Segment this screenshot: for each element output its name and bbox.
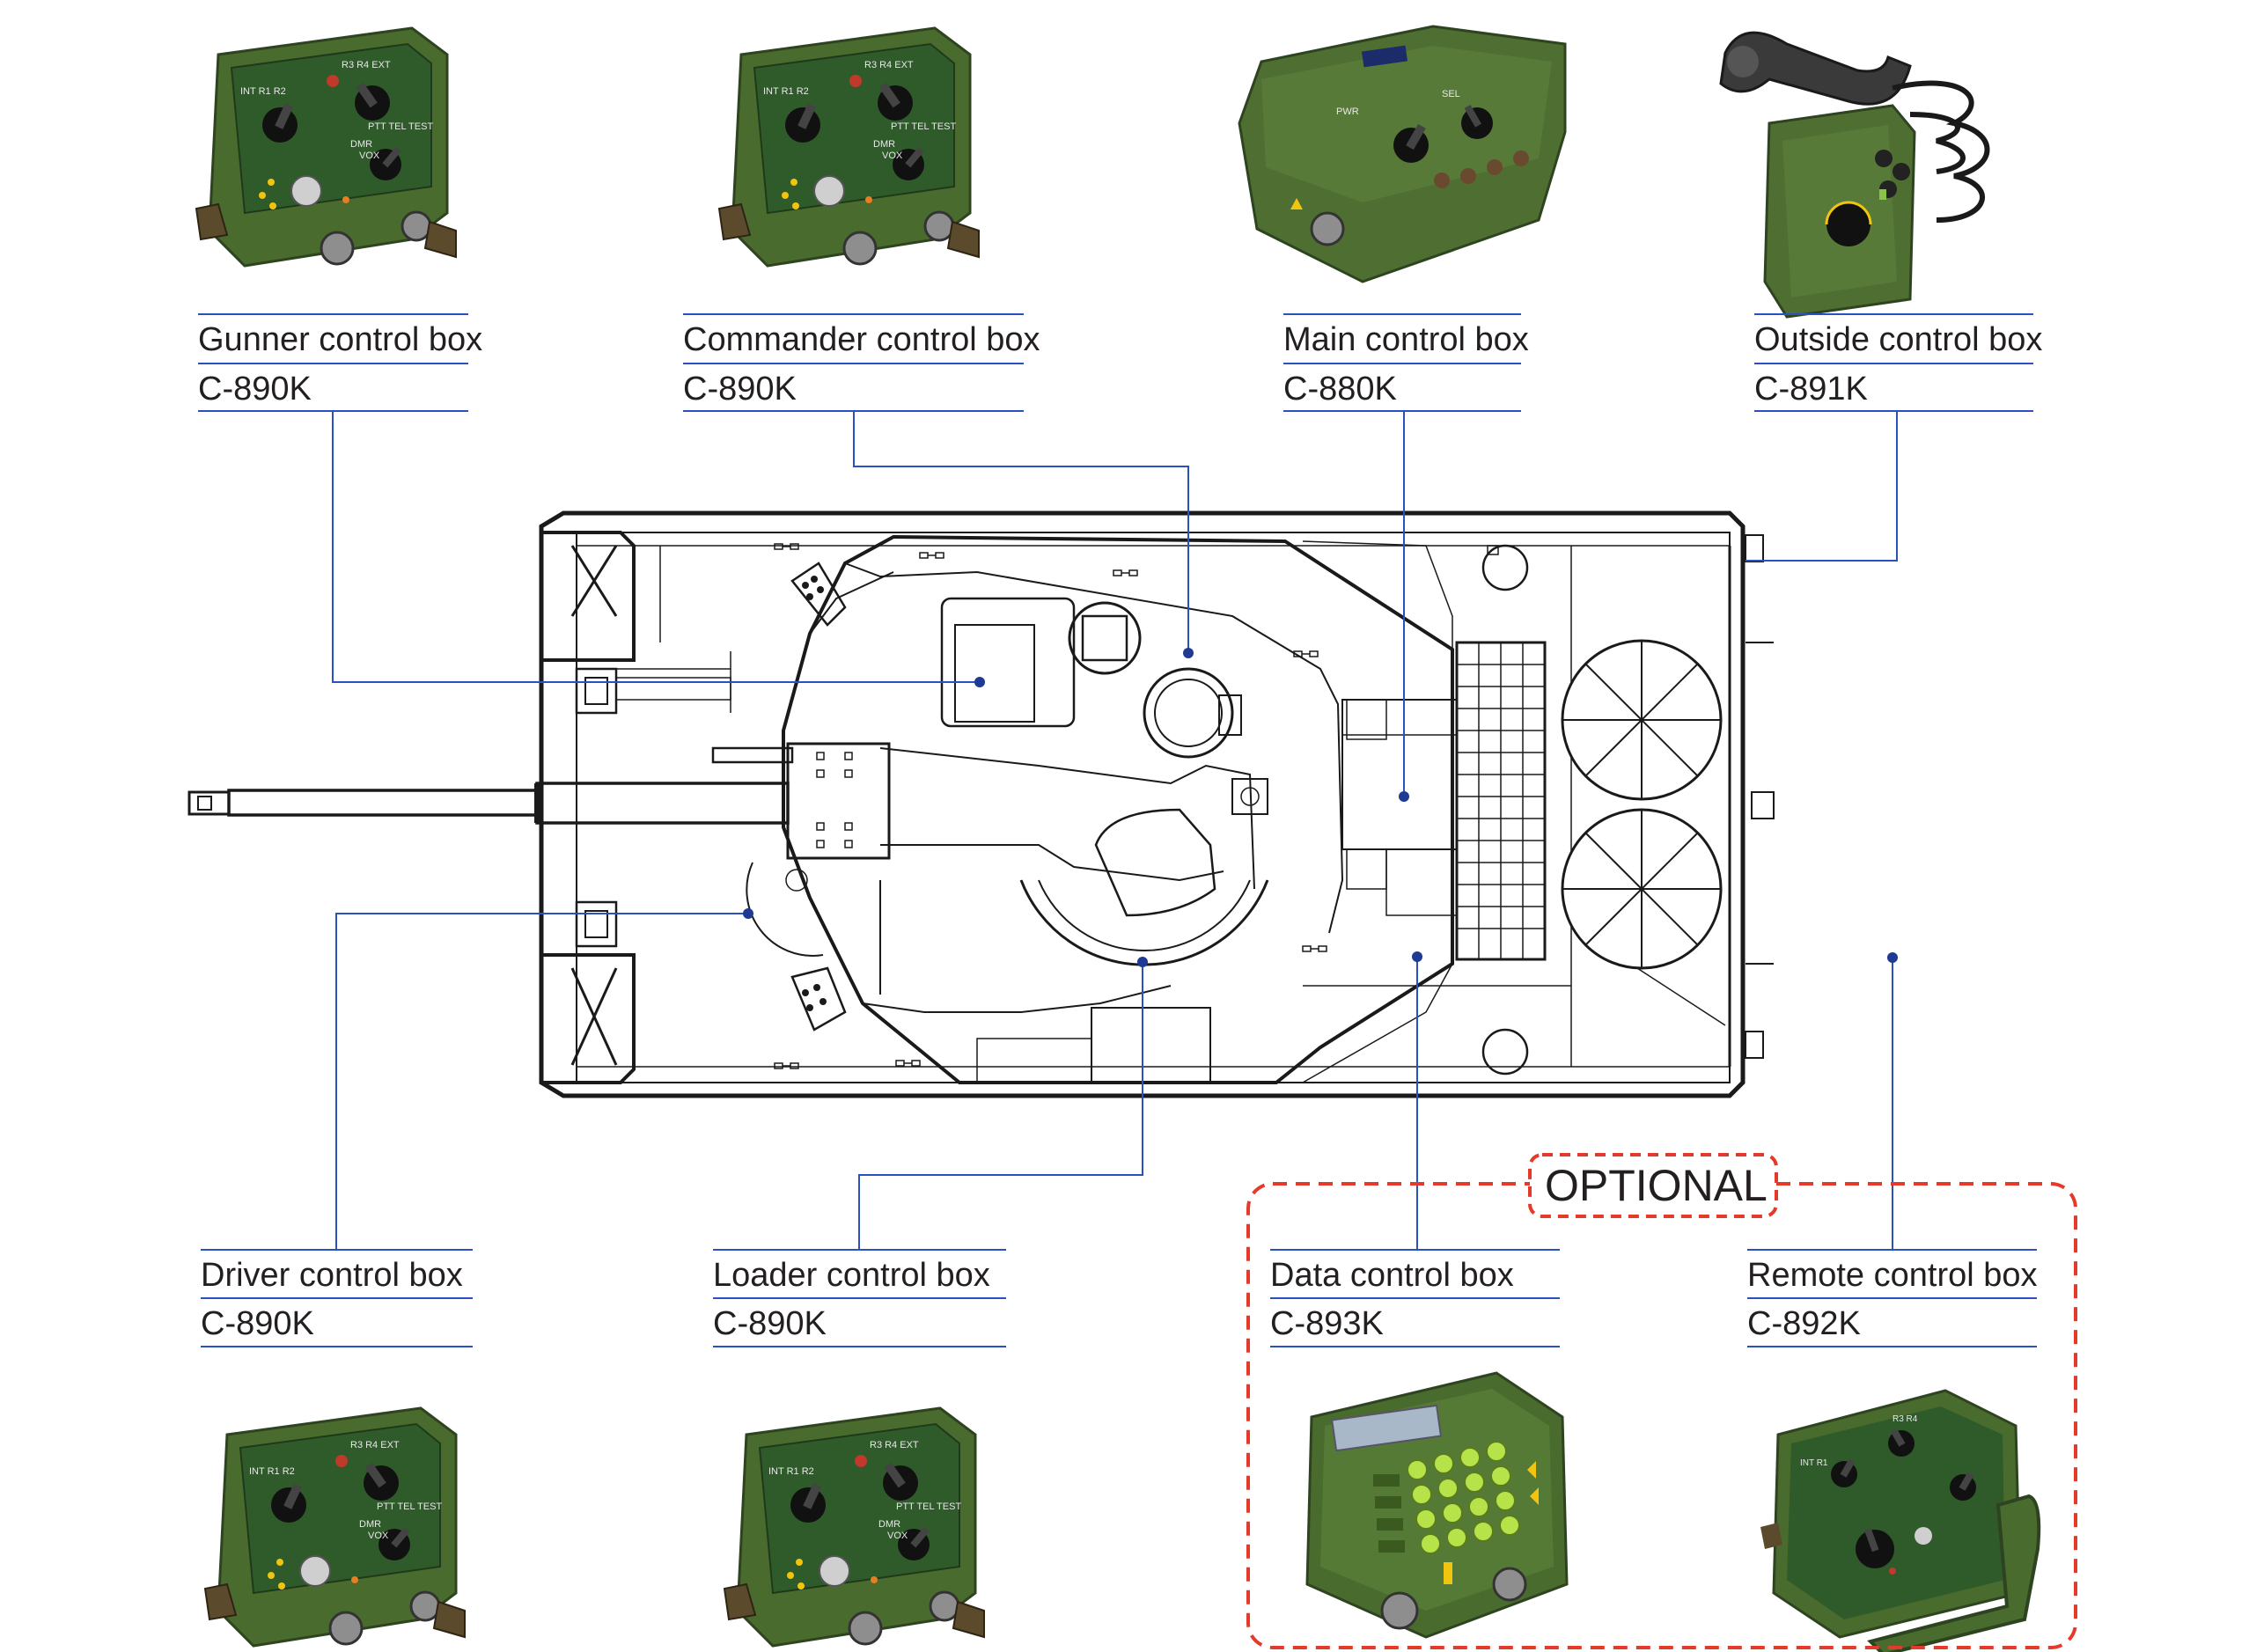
tank-top-view bbox=[187, 510, 1775, 1098]
gunner-box-name: Gunner control box bbox=[198, 321, 483, 358]
commander-box-model: C-890K bbox=[683, 371, 797, 407]
outside-device-image bbox=[1721, 33, 1988, 317]
gunner-box-model: C-890K bbox=[198, 371, 312, 407]
remote-box-model: C-892K bbox=[1747, 1305, 1861, 1342]
optional-tag-box bbox=[1528, 1153, 1778, 1218]
leader-line-dots bbox=[743, 648, 1898, 967]
driver-device-image bbox=[203, 1406, 467, 1648]
loader-box-name: Loader control box bbox=[713, 1257, 990, 1294]
main-box-model: C-880K bbox=[1283, 371, 1397, 407]
main-box-name: Main control box bbox=[1283, 321, 1529, 358]
loader-device-image bbox=[723, 1406, 986, 1648]
leader-lines bbox=[332, 411, 1898, 1250]
remote-box-name: Remote control box bbox=[1747, 1257, 2038, 1294]
outside-box-name: Outside control box bbox=[1754, 321, 2043, 358]
loader-box-model: C-890K bbox=[713, 1305, 827, 1342]
remote-device-image bbox=[1759, 1389, 2041, 1652]
data-box-model: C-893K bbox=[1270, 1305, 1384, 1342]
gunner-device-image bbox=[195, 26, 458, 268]
data-box-name: Data control box bbox=[1270, 1257, 1514, 1294]
label-rules bbox=[198, 313, 2037, 1347]
commander-device-image bbox=[717, 26, 981, 268]
outside-box-model: C-891K bbox=[1754, 371, 1868, 407]
driver-box-model: C-890K bbox=[201, 1305, 314, 1342]
optional-label: OPTIONAL bbox=[1545, 1161, 1768, 1210]
commander-box-name: Commander control box bbox=[683, 321, 1040, 358]
main-device-image bbox=[1238, 25, 1567, 283]
data-device-image bbox=[1305, 1371, 1569, 1639]
driver-box-name: Driver control box bbox=[201, 1257, 463, 1294]
